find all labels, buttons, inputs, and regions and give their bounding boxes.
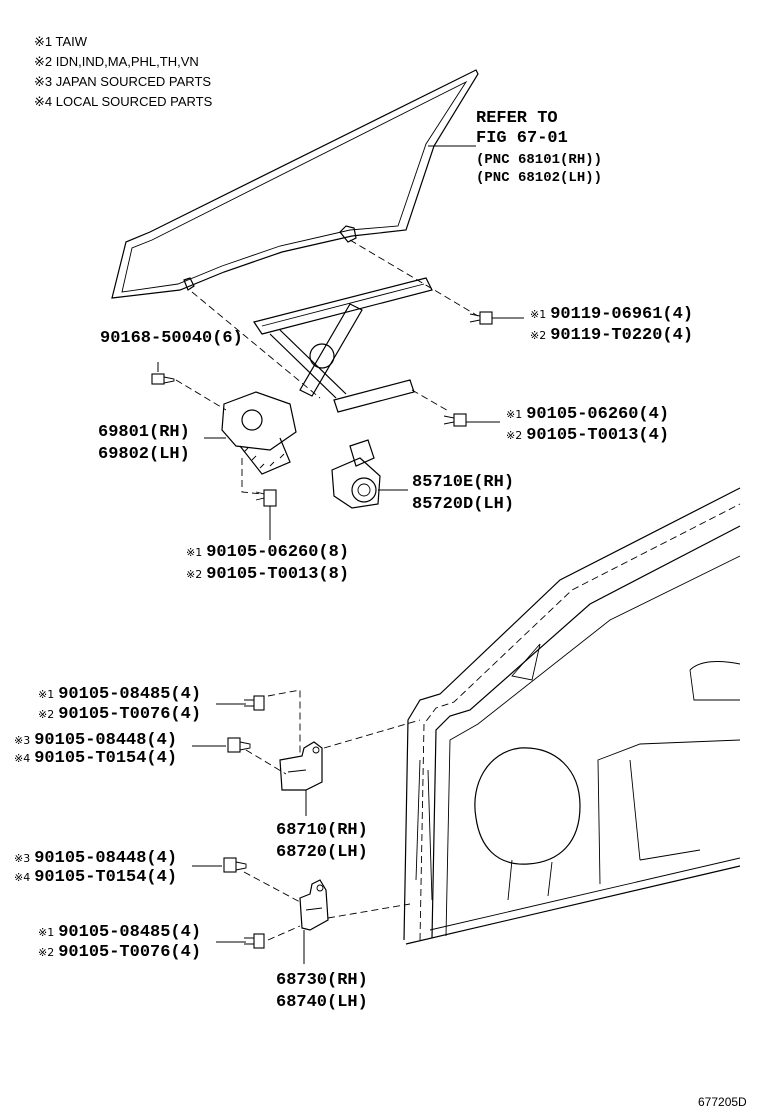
notes-block: ※1 TAIW ※2 IDN,IND,MA,PHL,TH,VN ※3 JAPAN… xyxy=(34,34,213,109)
bolt-icon xyxy=(443,413,467,427)
guide-dash xyxy=(243,871,301,903)
lower-hinge-drawing xyxy=(299,879,329,931)
regulator-label: 69801(RH) 69802(LH) xyxy=(98,423,190,464)
note-mark: ※3 xyxy=(34,74,52,89)
note-mark: ※4 xyxy=(34,94,52,109)
hinge-upper-label: 68710(RH) 68720(LH) xyxy=(276,821,368,862)
svg-text:※3 JAPAN SOURCED PARTS: ※3 JAPAN SOURCED PARTS xyxy=(34,74,211,89)
refer-line-2: FIG 67-01 xyxy=(476,129,568,148)
door-opening-drawing xyxy=(403,487,741,945)
upper-hinge-drawing xyxy=(279,741,323,791)
figure-id: 677205D xyxy=(698,1095,747,1109)
hinge-lower-label: 68730(RH) 68740(LH) xyxy=(276,971,368,1012)
guide-dash xyxy=(241,458,263,495)
guide-dash xyxy=(323,719,421,749)
door-glass-drawing xyxy=(111,69,479,299)
guide-dash xyxy=(327,903,411,919)
bolt-icon xyxy=(244,933,265,949)
note-text: IDN,IND,MA,PHL,TH,VN xyxy=(56,54,199,69)
guide-dash xyxy=(267,925,301,941)
guide-dash xyxy=(191,291,321,399)
bolt-icon xyxy=(223,857,247,873)
part-hinge-upper-lh: 68720(LH) xyxy=(276,843,368,862)
part-regulator-lh: 69802(LH) xyxy=(98,445,190,464)
note-text: TAIW xyxy=(56,34,88,49)
guide-dash xyxy=(411,389,451,413)
part-hinge-lower-lh: 68740(LH) xyxy=(276,993,368,1012)
bolt-icon xyxy=(469,311,493,325)
part-hinge-lower-rh: 68730(RH) xyxy=(276,971,368,990)
window-regulator-drawing xyxy=(221,277,433,475)
guide-dash xyxy=(175,379,227,411)
motor-label: 85710E(RH) 85720D(LH) xyxy=(412,473,514,514)
bolt-icon xyxy=(151,373,175,385)
svg-text:※1 TAIW: ※1 TAIW xyxy=(34,34,88,49)
note-mark: ※1 xyxy=(34,34,52,49)
svg-text:※4 LOCAL SOURCED PARTS: ※4 LOCAL SOURCED PARTS xyxy=(34,94,213,109)
part-motor-rh: 85710E(RH) xyxy=(412,473,514,492)
bolt-icon xyxy=(227,737,251,753)
note-text: JAPAN SOURCED PARTS xyxy=(56,74,212,89)
refer-line-1: REFER TO xyxy=(476,109,558,128)
guide-dash xyxy=(267,689,301,756)
bolt-icon xyxy=(255,489,277,507)
part-motor-lh: 85720D(LH) xyxy=(412,495,514,514)
refer-line-3: (PNC 68101(RH)) xyxy=(476,152,602,168)
guide-dash xyxy=(245,749,287,775)
part-regulator-rh: 69801(RH) xyxy=(98,423,190,442)
bolt-icon xyxy=(244,695,265,711)
note-mark: ※2 xyxy=(34,54,52,69)
motor-drawing xyxy=(331,439,381,509)
note-text: LOCAL SOURCED PARTS xyxy=(56,94,213,109)
refer-line-4: (PNC 68102(LH)) xyxy=(476,170,602,186)
refer-callout: REFER TO FIG 67-01 (PNC 68101(RH)) (PNC … xyxy=(476,109,602,186)
part-hinge-upper-rh: 68710(RH) xyxy=(276,821,368,840)
svg-text:※2 IDN,IND,MA,PHL,TH,VN: ※2 IDN,IND,MA,PHL,TH,VN xyxy=(34,54,199,69)
part-bolt-top-left: 90168-50040(6) xyxy=(100,329,243,348)
guide-dash xyxy=(349,239,479,317)
